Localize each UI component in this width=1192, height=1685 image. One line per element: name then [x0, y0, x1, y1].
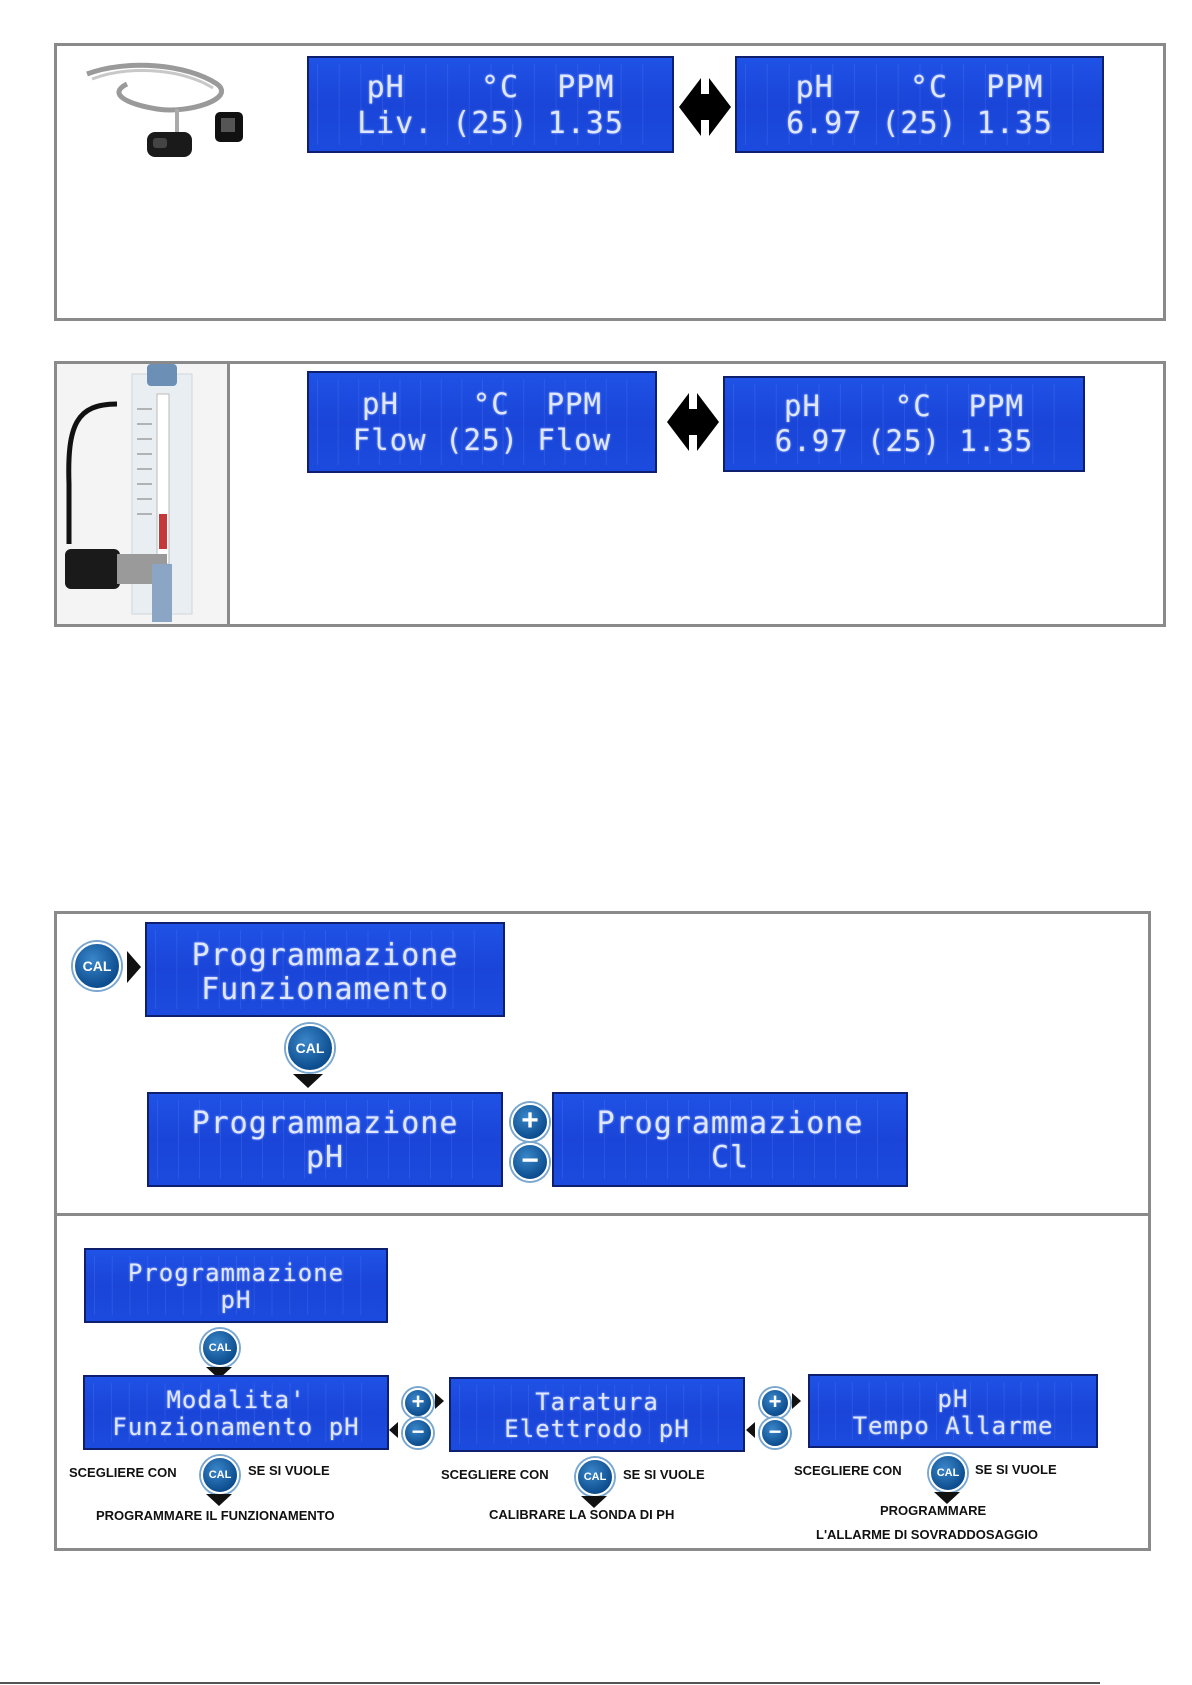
- cal-button-icon[interactable]: CAL: [201, 1329, 239, 1367]
- lcd-display-programming-ph: Programmazione pH: [147, 1092, 503, 1187]
- lcd-line-2: Tempo Allarme: [852, 1412, 1054, 1440]
- lcd-display-reading: pH °C PPM 6.97 (25) 1.35: [735, 56, 1104, 153]
- caption-action: L'ALLARME DI SOVRADDOSAGGIO: [816, 1527, 1038, 1542]
- minus-button-icon[interactable]: −: [760, 1418, 790, 1448]
- lcd-line-2: Funzionamento pH: [112, 1413, 360, 1441]
- lcd-line-1: pH °C PPM: [362, 387, 602, 421]
- lcd-line-1: Programmazione: [596, 1106, 864, 1141]
- lcd-line-1: Programmazione: [191, 938, 459, 973]
- level-sensor-image: [67, 54, 247, 174]
- lcd-line-2: Funzionamento: [201, 972, 449, 1007]
- caption-choose: SCEGLIERE CON: [441, 1467, 549, 1482]
- lcd-line-1: Programmazione: [191, 1106, 459, 1141]
- level-sensor-panel: pH °C PPM Liv. (25) 1.35 pH °C PPM 6.97 …: [54, 43, 1166, 321]
- caption-choose: SCEGLIERE CON: [69, 1465, 177, 1480]
- programming-menu-panel: CAL Programmazione Funzionamento CAL Pro…: [54, 911, 1151, 1216]
- ph-submenu-panel: Programmazione pH CAL Modalita' Funziona…: [54, 1213, 1151, 1551]
- caption-if: SE SI VUOLE: [623, 1467, 705, 1482]
- lcd-line-2: Cl: [710, 1140, 750, 1175]
- arrow-right-icon: [435, 1393, 444, 1409]
- lcd-line-2: 6.97 (25) 1.35: [786, 106, 1053, 141]
- arrow-left-icon: [389, 1422, 398, 1438]
- lcd-line-1: pH °C PPM: [795, 70, 1044, 105]
- cal-button-icon[interactable]: CAL: [286, 1024, 334, 1072]
- lcd-display-flow-alarm: pH °C PPM Flow (25) Flow: [307, 371, 657, 473]
- cal-button-icon[interactable]: CAL: [576, 1458, 614, 1496]
- arrow-right-icon: [127, 951, 141, 983]
- lcd-line-1: pH: [937, 1385, 969, 1413]
- cal-button-icon[interactable]: CAL: [73, 942, 121, 990]
- cal-button-icon[interactable]: CAL: [929, 1454, 967, 1492]
- lcd-line-1: pH °C PPM: [784, 389, 1024, 423]
- flowmeter-image: [57, 364, 230, 624]
- flow-sensor-panel: pH °C PPM Flow (25) Flow pH °C PPM 6.97 …: [54, 361, 1166, 627]
- caption-if: SE SI VUOLE: [248, 1463, 330, 1478]
- alternate-arrows-icon: [679, 78, 731, 136]
- minus-button-icon[interactable]: −: [511, 1143, 549, 1181]
- lcd-line-2: Elettrodo pH: [504, 1415, 690, 1443]
- lcd-line-2: pH: [305, 1140, 345, 1175]
- lcd-line-1: Taratura: [535, 1388, 659, 1416]
- alternate-arrows-icon: [667, 393, 719, 451]
- lcd-display-programming-main: Programmazione Funzionamento: [145, 922, 505, 1017]
- plus-button-icon[interactable]: +: [511, 1103, 549, 1141]
- caption-action: PROGRAMMARE IL FUNZIONAMENTO: [96, 1508, 335, 1523]
- minus-button-icon[interactable]: −: [403, 1418, 433, 1448]
- lcd-display-reading: pH °C PPM 6.97 (25) 1.35: [723, 376, 1085, 472]
- lcd-display-programming-ph: Programmazione pH: [84, 1248, 388, 1323]
- lcd-line-2: Flow (25) Flow: [352, 423, 612, 457]
- lcd-display-alarm-time: pH Tempo Allarme: [808, 1374, 1098, 1448]
- lcd-line-1: Programmazione: [127, 1259, 345, 1287]
- lcd-display-operating-mode: Modalita' Funzionamento pH: [83, 1375, 389, 1450]
- arrow-right-icon: [792, 1393, 801, 1409]
- arrow-down-icon: [206, 1494, 232, 1506]
- caption-action: CALIBRARE LA SONDA DI PH: [489, 1507, 675, 1522]
- lcd-display-electrode-calibration: Taratura Elettrodo pH: [449, 1377, 745, 1452]
- lcd-line-1: pH °C PPM: [366, 70, 615, 105]
- caption-if: SE SI VUOLE: [975, 1462, 1057, 1477]
- lcd-display-programming-cl: Programmazione Cl: [552, 1092, 908, 1187]
- plus-button-icon[interactable]: +: [760, 1388, 790, 1418]
- arrow-down-icon: [293, 1074, 323, 1088]
- lcd-display-level-alarm: pH °C PPM Liv. (25) 1.35: [307, 56, 674, 153]
- page-bottom-rule: [0, 1682, 1100, 1684]
- lcd-line-2: 6.97 (25) 1.35: [774, 424, 1034, 458]
- cal-button-icon[interactable]: CAL: [201, 1456, 239, 1494]
- lcd-line-1: Modalita': [166, 1386, 306, 1414]
- caption-choose: SCEGLIERE CON: [794, 1463, 902, 1478]
- arrow-left-icon: [746, 1422, 755, 1438]
- plus-button-icon[interactable]: +: [403, 1388, 433, 1418]
- lcd-line-2: pH: [220, 1286, 252, 1314]
- caption-action: PROGRAMMARE: [880, 1503, 987, 1518]
- lcd-line-2: Liv. (25) 1.35: [357, 106, 624, 141]
- arrow-down-icon: [934, 1492, 960, 1504]
- arrow-down-icon: [581, 1496, 607, 1508]
